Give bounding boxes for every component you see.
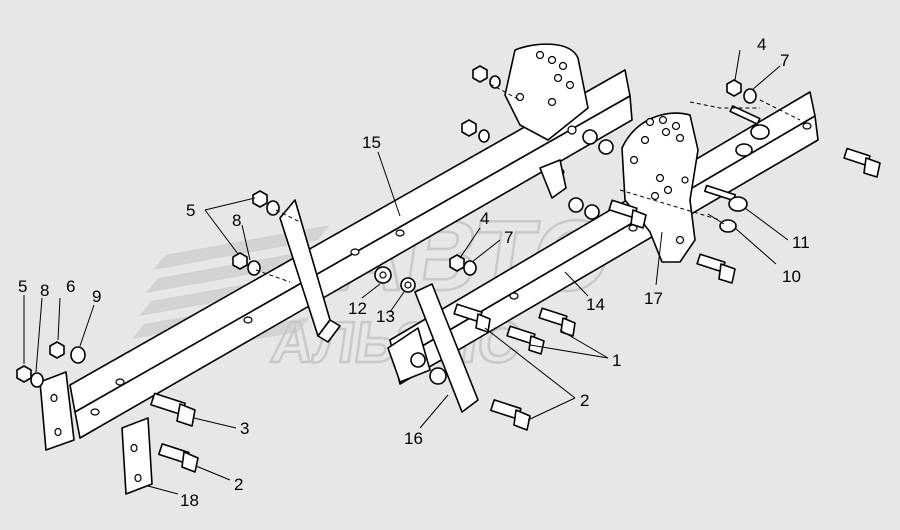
bolts: [150, 147, 881, 473]
link-plate-left: [279, 199, 341, 343]
bolt-2-mid: [490, 399, 531, 431]
nuts-and-washers: [16, 65, 757, 388]
bolt-1-a: [453, 303, 491, 333]
callout-8-center: 8: [232, 211, 241, 230]
link-plate-16: [387, 283, 479, 413]
callout-1: 1: [612, 351, 621, 370]
callout-17: 17: [644, 289, 663, 308]
pins: [704, 105, 770, 233]
callout-8-left: 8: [40, 281, 49, 300]
bolt-1-b: [506, 325, 545, 355]
leader-lines: [23, 49, 789, 495]
bolt-1-c: [538, 307, 576, 337]
callout-7-center: 7: [504, 228, 513, 247]
clamp-plate-18: [39, 371, 153, 495]
callout-5-left: 5: [18, 277, 27, 296]
bolt-rear-right: [843, 147, 881, 178]
callout-13: 13: [376, 307, 395, 326]
callout-4-center: 4: [480, 209, 489, 228]
bolt-3: [150, 392, 196, 427]
callout-14: 14: [586, 295, 605, 314]
assembly-guides: [255, 83, 801, 283]
callout-6: 6: [66, 277, 75, 296]
callout-16: 16: [404, 429, 423, 448]
bolt-near-plate: [608, 199, 647, 229]
callout-18: 18: [180, 491, 199, 510]
callout-15: 15: [362, 133, 381, 152]
callout-12: 12: [348, 299, 367, 318]
callout-7-top: 7: [780, 51, 789, 70]
callout-10: 10: [782, 267, 801, 286]
callouts: 1 2 2 3 4 4 5 5 6 7 7 8 8 9 10 11 12 13 …: [18, 35, 810, 510]
bolt-near-10: [696, 253, 736, 284]
bushings: [374, 129, 614, 385]
mount-plate-front: [621, 112, 699, 263]
callout-5-center: 5: [186, 201, 195, 220]
mount-plate-back: [504, 43, 589, 199]
callout-11: 11: [792, 233, 810, 252]
bolt-2-lower: [158, 443, 199, 473]
callout-2-lower: 2: [234, 475, 243, 494]
front-frame-bar: [69, 69, 633, 439]
callout-2-right: 2: [580, 391, 589, 410]
callout-4-top: 4: [757, 35, 766, 54]
callout-9: 9: [92, 287, 101, 306]
callout-3: 3: [240, 419, 249, 438]
